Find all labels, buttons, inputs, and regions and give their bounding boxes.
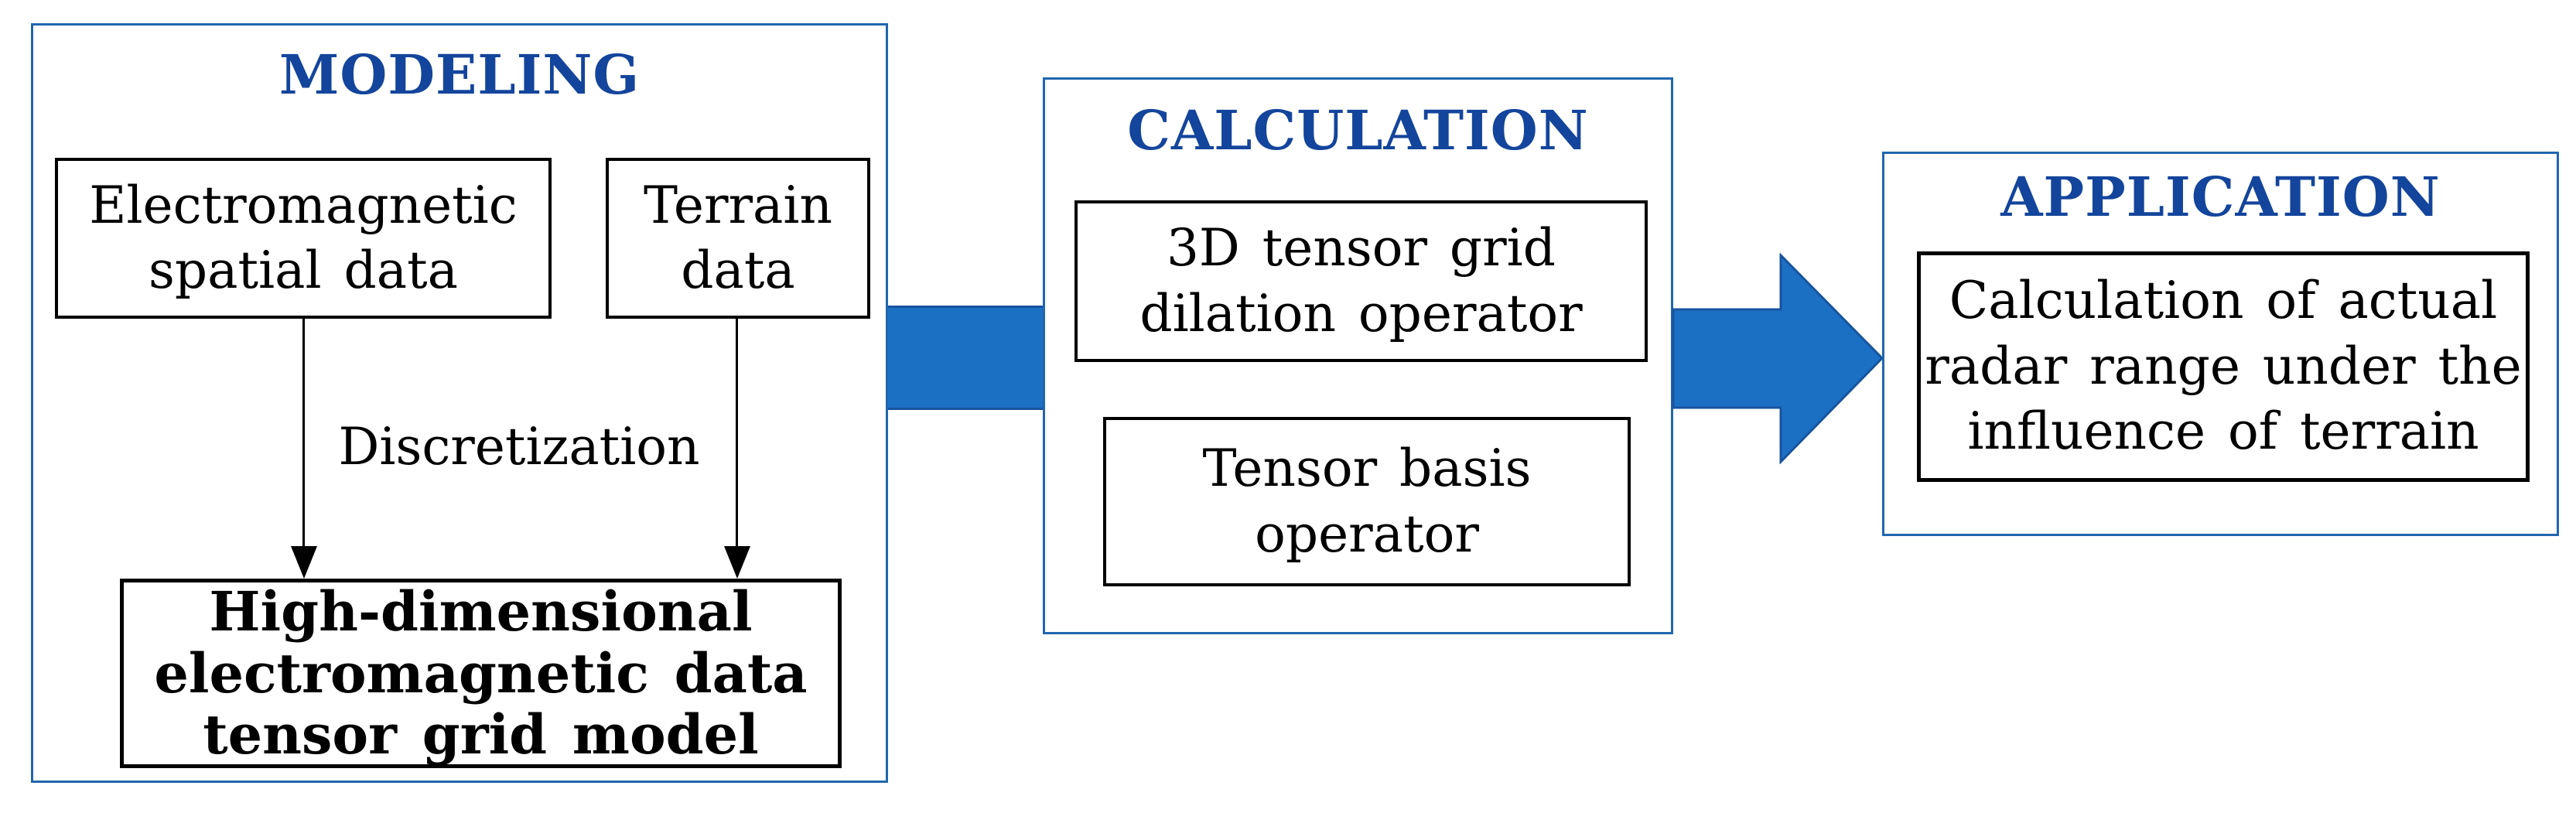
text-line: tensor grid model xyxy=(203,702,759,767)
down-arrow-line-left xyxy=(302,319,305,548)
tensor-grid-model-box: High-dimensional electromagnetic data te… xyxy=(120,579,842,768)
text-line: operator xyxy=(1255,504,1479,564)
text-line: influence of terrain xyxy=(1967,401,2479,462)
tensor-basis-operator-box: Tensor basis operator xyxy=(1103,417,1631,586)
text-line: Terrain xyxy=(643,175,833,235)
modeling-section-title: MODELING xyxy=(278,43,641,107)
text-line: High-dimensional xyxy=(209,579,753,644)
text-line: Electromagnetic xyxy=(89,175,518,235)
text-line: Calculation of actual xyxy=(1949,271,2498,331)
modeling-section: MODELING Electromagnetic spatial data Te… xyxy=(31,23,888,783)
calculation-section: CALCULATION 3D tensor grid dilation oper… xyxy=(1043,77,1673,634)
text-line: spatial data xyxy=(149,241,458,300)
text-line: Tensor basis xyxy=(1202,439,1532,499)
electromagnetic-spatial-data-box: Electromagnetic spatial data xyxy=(55,158,552,319)
calculation-section-title: CALCULATION xyxy=(1127,98,1589,162)
down-arrow-line-right xyxy=(736,319,738,548)
down-arrowhead-left-icon xyxy=(291,546,317,579)
flow-band-arrow-icon xyxy=(888,306,1043,410)
text-line: electromagnetic data xyxy=(154,640,808,705)
text-line: 3D tensor grid xyxy=(1166,218,1556,278)
text-line: dilation operator xyxy=(1139,283,1583,343)
down-arrowhead-right-icon xyxy=(724,546,750,579)
application-section-title: APPLICATION xyxy=(2000,165,2441,229)
dilation-operator-box: 3D tensor grid dilation operator xyxy=(1074,200,1648,362)
flow-block-arrow-icon xyxy=(1672,253,1884,464)
terrain-data-box: Terrain data xyxy=(606,158,870,319)
application-section: APPLICATION Calculation of actual radar … xyxy=(1882,152,2559,536)
discretization-label: Discretization xyxy=(338,417,700,477)
radar-range-box: Calculation of actual radar range under … xyxy=(1917,251,2530,482)
text-line: radar range under the xyxy=(1925,336,2522,396)
text-line: data xyxy=(681,241,795,300)
